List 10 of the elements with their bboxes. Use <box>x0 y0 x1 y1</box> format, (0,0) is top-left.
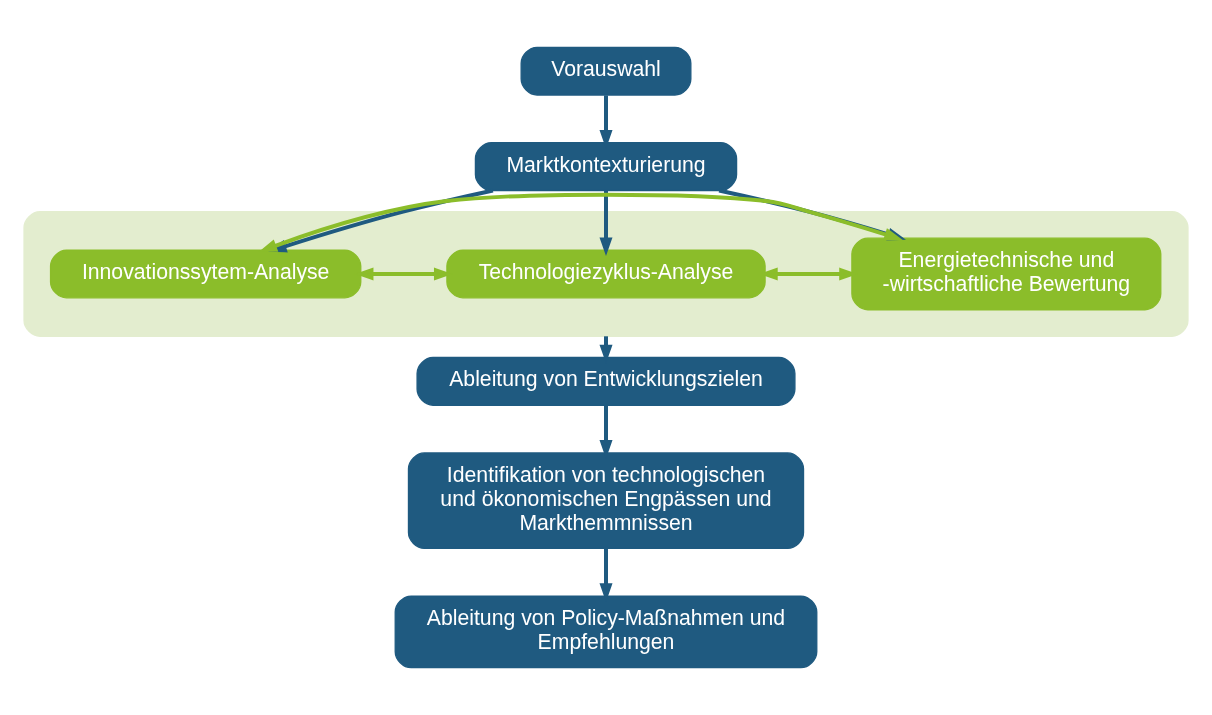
node-box: Identifikation von technologischen und ökonomischen Engpässen und Markthemmnissen <box>407 452 805 550</box>
node-box: Marktkontexturierung <box>474 142 738 192</box>
node-box: Ableitung von Policy-Maßnahmen und Empfehlungen <box>394 595 818 669</box>
node-box: Innovationssytem-Analyse <box>49 249 362 299</box>
node-box: Vorauswahl <box>520 46 692 96</box>
arrow <box>599 190 613 256</box>
node-box: Technologiezyklus-Analyse <box>446 249 766 299</box>
node-box: Ableitung von Entwicklungszielen <box>416 356 796 406</box>
node-box: Energietechnische und -wirtschaftliche Bewertung <box>851 237 1162 311</box>
cluster <box>23 211 1189 337</box>
